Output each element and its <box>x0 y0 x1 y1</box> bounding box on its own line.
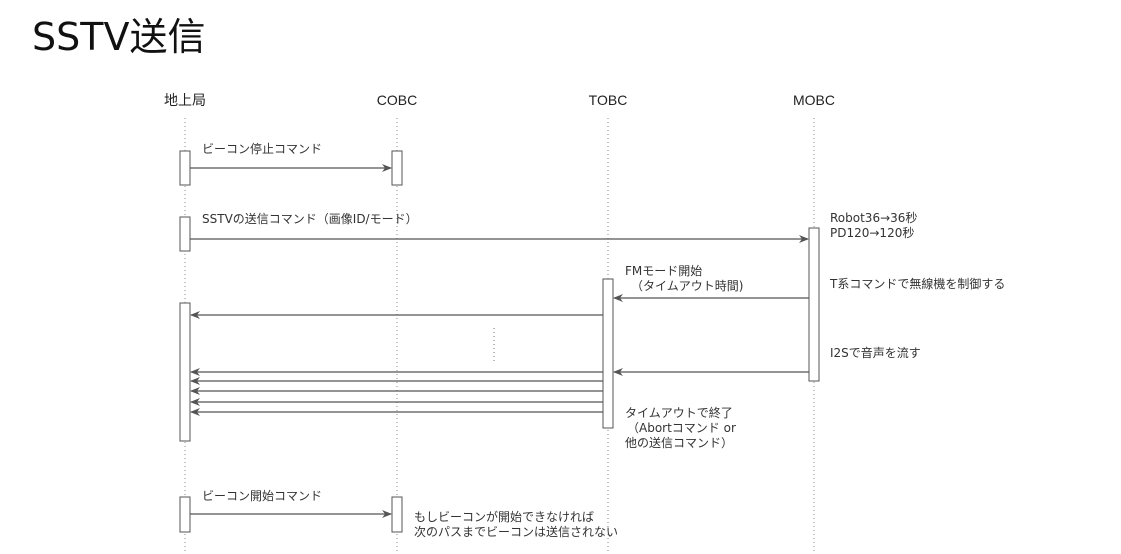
note-i2s: I2Sで音声を流す <box>830 345 921 360</box>
label-fm-start-line2: （タイムアウト時間) <box>631 279 743 293</box>
note-beacon-fail-line1: もしビーコンが開始できなければ <box>414 509 594 524</box>
participant-cobc: COBC <box>377 92 417 108</box>
label-beacon-stop: ビーコン停止コマンド <box>202 141 322 156</box>
page-title: SSTV送信 <box>32 15 205 59</box>
note-robot36: Robot36→36秒 <box>830 211 917 225</box>
note-timeout-line2: （Abortコマンド or <box>627 421 736 435</box>
note-beacon-fail-line2: 次のパスまでビーコンは送信されない <box>414 524 618 539</box>
label-sstv-send: SSTVの送信コマンド（画像ID/モード） <box>202 211 418 226</box>
label-fm-start-line1: FMモード開始 <box>625 264 702 278</box>
activation-mobc <box>808 227 820 382</box>
activation-tobc <box>602 278 614 429</box>
note-timeout-line1: タイムアウトで終了 <box>625 405 733 420</box>
participant-ground-station: 地上局 <box>164 92 206 108</box>
note-timeout-line3: 他の送信コマンド） <box>625 435 733 450</box>
participant-mobc: MOBC <box>793 92 835 108</box>
activation-cobc-1 <box>391 150 403 186</box>
note-pd120: PD120→120秒 <box>830 226 914 240</box>
note-t-command: T系コマンドで無線機を制御する <box>829 276 1005 291</box>
activation-cobc-2 <box>391 496 403 533</box>
activation-ground-4 <box>179 496 191 533</box>
activation-ground-1 <box>179 150 191 186</box>
label-beacon-start: ビーコン開始コマンド <box>202 489 322 503</box>
activation-ground-2 <box>179 216 191 252</box>
participant-tobc: TOBC <box>589 92 628 108</box>
activation-ground-3 <box>179 302 191 442</box>
